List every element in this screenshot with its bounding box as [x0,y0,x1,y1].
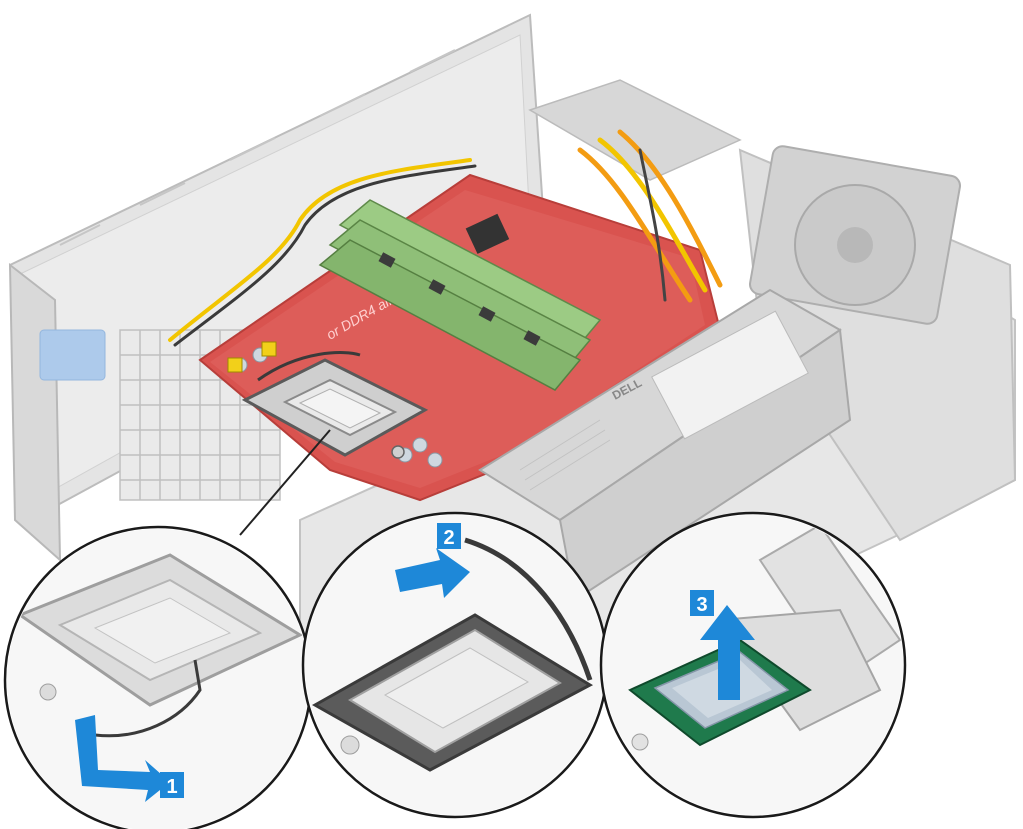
step-badge-3: 3 [690,590,714,616]
cpu-socket-overview [241,351,429,459]
step-number-2: 2 [443,527,454,549]
callout-step-2 [301,511,609,819]
step-arrow-icon [395,548,470,598]
step-arrow-icon [700,605,755,700]
ram-modules [318,199,602,391]
callout-step-3 [599,511,907,819]
psu-label [651,310,809,440]
power-cables [168,129,723,347]
callout-step-1 [3,525,313,829]
chipset [465,213,510,254]
step-badge-2: 2 [437,523,461,549]
fan-icon [749,145,961,325]
lever-icon [464,537,593,681]
leader-line [239,429,331,536]
release-tab [39,329,106,381]
power-supply: DELL [478,288,852,602]
step-number-1: 1 [166,776,177,798]
lever-icon [94,659,202,738]
step-number-3: 3 [696,594,707,616]
lever-icon [257,351,361,382]
step-arrow-icon [75,715,170,802]
step-badge-1: 1 [160,772,184,798]
